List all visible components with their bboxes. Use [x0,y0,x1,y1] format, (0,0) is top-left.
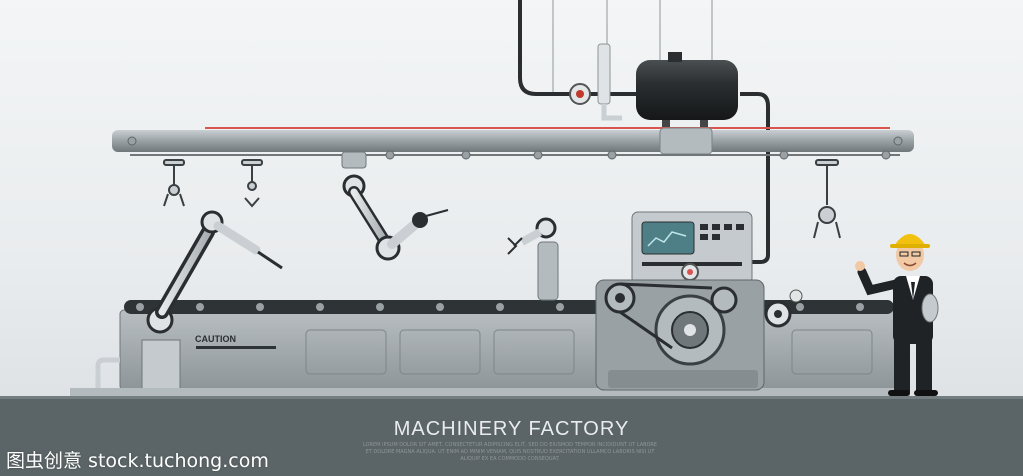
robot-arm-icon [507,217,559,301]
gripper-icon [241,159,263,208]
overhead-tank [636,52,738,134]
pipe-valve [597,43,611,105]
gripper-icon [163,159,185,207]
floor [0,396,1023,476]
robot-arm-icon [146,210,283,334]
overhead-pipes [518,0,770,264]
engineer-icon [855,234,939,396]
page-title: MACHINERY FACTORY [393,418,630,440]
caution-label: CAUTION [195,334,236,344]
subtitle-text: LOREM IPSUM DOLOR SIT AMET, CONSECTETUR … [362,442,658,462]
overhead-rail [112,127,914,156]
gripper-icon [813,159,841,239]
watermark: 图虫创意 stock.tuchong.com [6,450,269,472]
control-machine [595,211,803,391]
robot-arm-icon [341,151,449,261]
